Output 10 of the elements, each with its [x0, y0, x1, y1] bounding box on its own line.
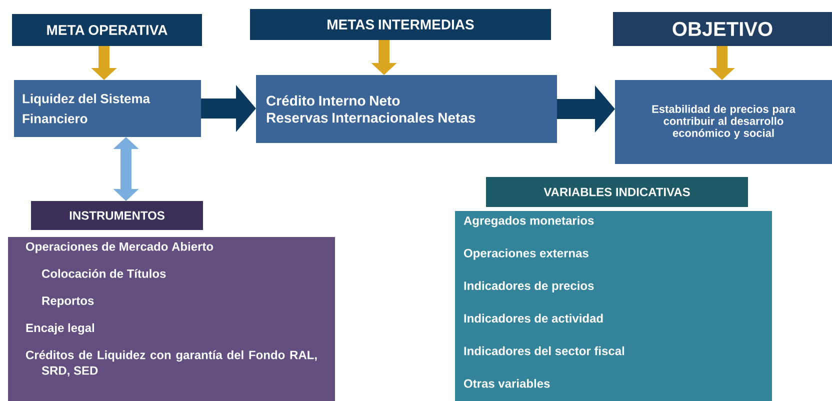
- list-box: Operaciones de Mercado Abierto Colocación de Títulos Reportos Encaje legal Créditos de Liquidez con garantía del Fondo RAL, SRD, SED: [8, 237, 335, 401]
- goal-box: Liquidez del Sistema Financiero: [14, 80, 201, 137]
- goal-box: Estabilidad de precios para contribuir al desarrollo económico y social: [615, 80, 832, 164]
- goal-box: Crédito Interno Neto Reservas Internacionales Netas: [256, 75, 557, 143]
- header-box: OBJETIVO: [613, 12, 832, 46]
- header-box: META OPERATIVA: [12, 14, 202, 46]
- header-box: VARIABLES INDICATIVAS: [486, 177, 748, 207]
- header-box: METAS INTERMEDIAS: [250, 9, 551, 40]
- header-box: INSTRUMENTOS: [31, 201, 204, 230]
- list-box: Agregados monetarios Operaciones externas Indicadores de precios Indicadores de actividad Indicadores del sector fiscal Otras variables: [455, 211, 772, 401]
